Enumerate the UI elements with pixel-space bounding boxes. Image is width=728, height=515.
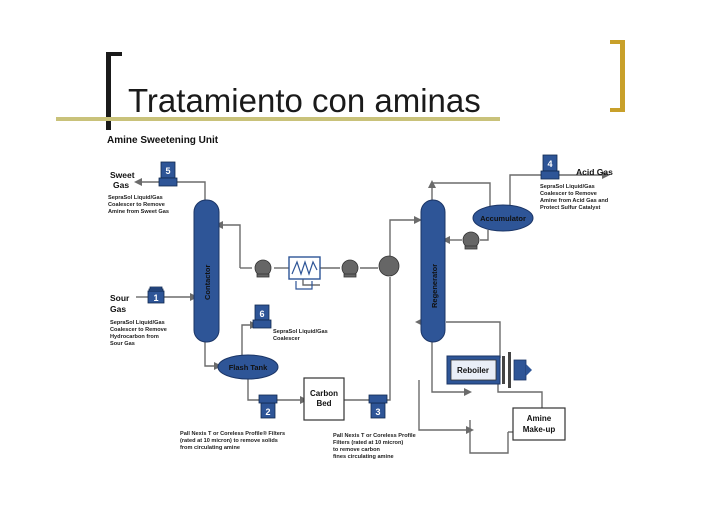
svg-text:SepraSol Liquid/Gas: SepraSol Liquid/Gas	[540, 184, 595, 190]
svg-text:Hydrocarbon from: Hydrocarbon from	[110, 334, 159, 340]
regenerator-vessel: Regenerator	[420, 199, 446, 343]
svg-text:Amine from Sweet Gas: Amine from Sweet Gas	[108, 209, 169, 215]
accumulator-label: Accumulator	[480, 214, 526, 223]
heat-exchanger-icon	[288, 256, 321, 290]
svg-text:Sour Gas: Sour Gas	[110, 341, 135, 347]
flash-tank-vessel: Flash Tank	[217, 354, 279, 380]
sour-gas-label-1: Sour	[110, 293, 130, 303]
svg-text:fines circulating amine: fines circulating amine	[333, 454, 394, 460]
carbon-bed-label-1: Carbon	[310, 389, 338, 398]
filter-3: 3	[368, 394, 388, 419]
svg-text:Coalescer to Remove: Coalescer to Remove	[540, 191, 597, 197]
note-filter-4: SepraSol Liquid/Gas Coalescer to Remove …	[540, 184, 609, 211]
sour-gas-label-2: Gas	[110, 304, 126, 314]
regenerator-label: Regenerator	[430, 264, 439, 308]
filter-number: 1	[153, 293, 158, 303]
svg-text:to remove carbon: to remove carbon	[333, 447, 381, 453]
filter-number: 4	[547, 159, 552, 169]
valve-icon	[378, 255, 400, 277]
sweet-gas-label-1: Sweet	[110, 170, 135, 180]
acid-gas-label: Acid Gas	[576, 167, 613, 177]
contactor-label: Contactor	[203, 265, 212, 300]
note-filter-2: Pall Nexis T or Coreless Profile® Filter…	[180, 430, 285, 451]
svg-text:Coalescer: Coalescer	[273, 336, 301, 342]
filter-number: 6	[259, 309, 264, 319]
svg-text:SepraSol Liquid/Gas: SepraSol Liquid/Gas	[110, 320, 165, 326]
accumulator-vessel: Accumulator	[472, 204, 534, 232]
note-filter-3: Pall Nexis T or Coreless Profile Filters…	[333, 433, 416, 460]
accent-bracket-right	[620, 40, 625, 112]
flash-tank-label: Flash Tank	[229, 363, 268, 372]
filter-5: 5	[158, 161, 178, 187]
svg-text:from circulating amine: from circulating amine	[180, 445, 240, 451]
diagram-heading: Amine Sweetening Unit	[107, 135, 219, 146]
carbon-bed-label-2: Bed	[316, 399, 331, 408]
accent-bracket-right-bottom	[610, 108, 625, 112]
title-bracket-left-top	[106, 52, 122, 56]
svg-text:Filters (rated at 10 micron): Filters (rated at 10 micron)	[333, 440, 403, 446]
filter-number: 2	[265, 407, 270, 417]
filter-4: 4	[540, 154, 560, 180]
accent-bracket-right-top	[610, 40, 625, 44]
note-filter-5: SepraSol Liquid/Gas Coalescer to Remove …	[108, 195, 169, 215]
reboiler: Reboiler	[446, 352, 532, 388]
title-underline	[56, 117, 500, 121]
svg-text:(rated at 10 micron) to remove: (rated at 10 micron) to remove solids	[180, 438, 278, 444]
svg-text:Pall Nexis T or Coreless Profi: Pall Nexis T or Coreless Profile® Filter…	[180, 430, 285, 437]
svg-text:SepraSol Liquid/Gas: SepraSol Liquid/Gas	[273, 329, 328, 335]
svg-text:Amine from Acid Gas and: Amine from Acid Gas and	[540, 198, 609, 204]
filter-1: 1	[147, 286, 165, 304]
filter-2: 2	[258, 394, 278, 419]
svg-text:Coalescer to Remove: Coalescer to Remove	[108, 202, 165, 208]
note-filter-1: SepraSol Liquid/Gas Coalescer to Remove …	[110, 320, 167, 347]
svg-text:Coalescer to Remove: Coalescer to Remove	[110, 327, 167, 333]
contactor-vessel: Contactor	[193, 199, 220, 343]
note-filter-6: SepraSol Liquid/Gas Coalescer	[273, 329, 328, 342]
reboiler-label: Reboiler	[457, 366, 489, 375]
amine-makeup: Amine Make-up	[512, 407, 566, 441]
slide-title: Tratamiento con aminas	[128, 82, 481, 119]
svg-text:Pall Nexis T or Coreless Profi: Pall Nexis T or Coreless Profile	[333, 433, 416, 439]
svg-text:SepraSol Liquid/Gas: SepraSol Liquid/Gas	[108, 195, 163, 201]
amine-makeup-label-1: Amine	[527, 414, 552, 423]
carbon-bed: Carbon Bed	[303, 377, 345, 421]
title-bracket-left	[106, 52, 111, 130]
filter-6: 6	[252, 304, 272, 329]
svg-text:Protect Sulfur Catalyst: Protect Sulfur Catalyst	[540, 205, 600, 211]
pump-icons	[254, 231, 480, 278]
filter-number: 5	[165, 166, 170, 176]
sweet-gas-label-2: Gas	[113, 180, 129, 190]
filter-number: 3	[375, 407, 380, 417]
amine-makeup-label-2: Make-up	[523, 425, 556, 434]
